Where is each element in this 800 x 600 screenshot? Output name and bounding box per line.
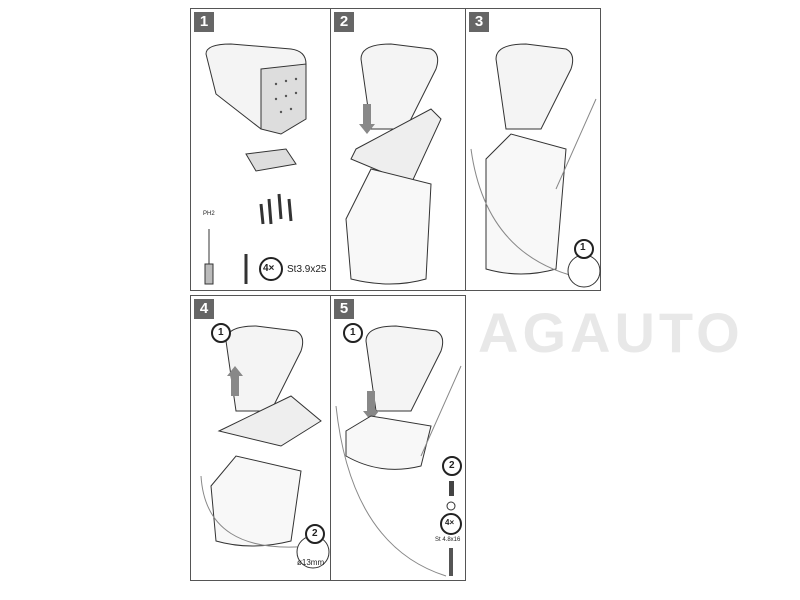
step-4-panel: 4 1 2 ø13mm: [190, 295, 331, 581]
step-5-panel: 5 1 2 4× St 4.8x16: [330, 295, 466, 581]
armrest-mounting-illustration: [204, 43, 307, 285]
step-number: 1: [194, 12, 214, 32]
watermark: AGAUTO: [478, 301, 744, 364]
substep-2: 2: [449, 460, 455, 471]
step-number: 3: [469, 12, 489, 32]
step-number: 5: [334, 299, 354, 319]
drill-size: ø13mm: [297, 558, 325, 567]
armrest-fixing-illustration: [335, 323, 462, 577]
armrest-positioned-illustration: [470, 43, 601, 288]
step-number: 4: [194, 299, 214, 319]
screw-count: 4×: [445, 518, 455, 527]
step-number: 2: [334, 12, 354, 32]
step-1-panel: 1 PH2 4× St3.9x25: [190, 8, 331, 291]
screw-spec: St3.9x25: [287, 264, 327, 275]
substep-1: 1: [350, 327, 356, 338]
substep-number: 1: [580, 242, 586, 253]
step-3-panel: 3 1: [465, 8, 601, 291]
tool-label: PH2: [203, 211, 215, 217]
step-2-panel: 2: [330, 8, 466, 291]
armrest-insert-illustration: [345, 43, 442, 285]
substep-2: 2: [312, 528, 318, 539]
armrest-removal-illustration: [200, 323, 330, 569]
screw-spec: St 4.8x16: [435, 537, 461, 543]
screw-count: 4×: [263, 263, 275, 274]
substep-1: 1: [218, 327, 224, 338]
